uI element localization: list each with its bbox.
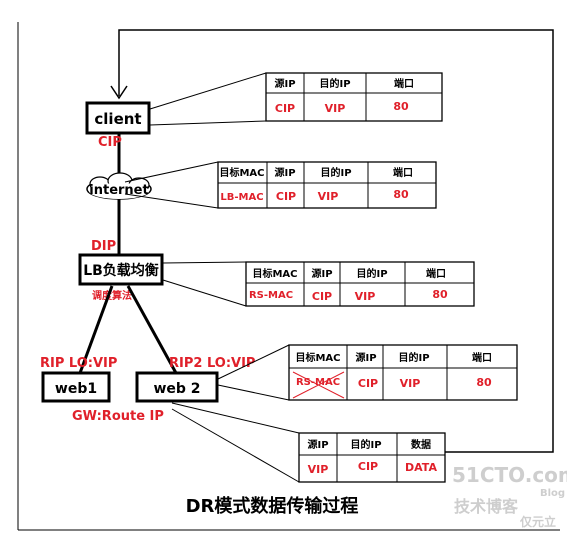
return-path-line xyxy=(118,29,554,453)
watermark-line-3: Blog xyxy=(540,488,565,499)
connector-4-bottom xyxy=(217,384,290,401)
rip-right-label: RIP2 LO:VIP xyxy=(169,356,255,371)
connector-2-top xyxy=(124,161,219,183)
table-2-cell: VIP xyxy=(318,190,339,203)
table-1-cell: VIP xyxy=(325,102,346,115)
table-3-header: 端口 xyxy=(426,267,446,280)
table-4-cell: VIP xyxy=(400,377,421,390)
web1-label: web1 xyxy=(55,381,97,397)
web1-node xyxy=(41,371,111,403)
connector-4-top xyxy=(217,344,290,380)
table-5-header: 源IP xyxy=(307,438,328,451)
strike-line xyxy=(292,371,345,399)
client-node xyxy=(85,101,151,135)
packet-table-4: 目标MAC 源IP 目的IP 端口 RS-MAC CIP VIP 80 xyxy=(288,344,518,401)
lb-web1-link xyxy=(78,285,114,374)
table-2-header: 源IP xyxy=(274,166,295,179)
table-4-cell: RS-MAC xyxy=(296,377,340,388)
watermark-line-4: 仅元立 xyxy=(519,514,556,529)
table-1-cell: CIP xyxy=(275,102,295,115)
table-1-cell: 80 xyxy=(393,100,409,113)
table-5-cell: CIP xyxy=(358,460,378,473)
table-2-header: 目的IP xyxy=(320,166,351,179)
table-1-header: 源IP xyxy=(274,77,295,90)
table-2-header: 端口 xyxy=(393,166,413,179)
table-4-header: 源IP xyxy=(355,351,376,364)
connector-1-top xyxy=(149,72,267,110)
table-4-header: 目的IP xyxy=(398,351,429,364)
watermark-line-2: 技术博客 xyxy=(454,497,519,516)
watermark-line-1: 51CTO.com xyxy=(452,463,567,487)
table-3-cell: VIP xyxy=(355,290,376,303)
table-5-cell: VIP xyxy=(308,463,329,476)
dip-label: DIP xyxy=(91,239,116,254)
lb-node xyxy=(78,253,164,286)
algo-label: 调度算法 xyxy=(92,289,132,302)
watermark-logo: 51CTO.com 技术博客 Blog 仅元立 xyxy=(452,463,567,529)
packet-table-3: 目标MAC 源IP 目的IP 端口 RS-MAC CIP VIP 80 xyxy=(245,261,475,307)
connector-5-bottom xyxy=(171,408,300,483)
table-3-cell: RS-MAC xyxy=(249,290,293,301)
lb-web2-link xyxy=(126,285,178,374)
diagram-title: DR模式数据传输过程 xyxy=(186,495,359,517)
connector-3-top xyxy=(162,261,247,264)
internet-label: internet xyxy=(89,183,148,198)
table-1-header: 目的IP xyxy=(319,77,350,90)
lb-label: LB负载均衡 xyxy=(83,262,159,279)
table-4-header: 端口 xyxy=(472,351,492,364)
table-3-header: 目标MAC xyxy=(252,267,297,280)
connector-3-bottom xyxy=(162,279,247,307)
table-5-header: 数据 xyxy=(411,438,431,451)
table-3-cell: 80 xyxy=(432,288,448,301)
client-label: client xyxy=(94,110,141,128)
table-2-header: 目标MAC xyxy=(219,166,264,179)
connector-5-top xyxy=(171,402,300,434)
web2-label: web 2 xyxy=(153,381,200,397)
table-2-cell: CIP xyxy=(276,190,296,203)
web2-node xyxy=(135,371,219,403)
table-2-cell: 80 xyxy=(393,188,409,201)
table-5-cell: DATA xyxy=(405,461,437,474)
table-3-header: 源IP xyxy=(311,267,332,280)
packet-table-5: 源IP 目的IP 数据 VIP CIP DATA xyxy=(298,432,446,483)
table-4-cell: CIP xyxy=(358,377,378,390)
table-4-header: 目标MAC xyxy=(295,351,340,364)
cip-label: CIP xyxy=(98,135,122,150)
table-1-header: 端口 xyxy=(394,77,414,90)
connector-2-bottom xyxy=(124,193,219,209)
packet-table-2: 目标MAC 源IP 目的IP 端口 LB-MAC CIP VIP 80 xyxy=(217,161,437,209)
return-arrow-head xyxy=(110,85,128,100)
table-3-header: 目的IP xyxy=(356,267,387,280)
table-2-cell: LB-MAC xyxy=(220,192,263,203)
table-5-header: 目的IP xyxy=(350,438,381,451)
gw-label: GW:Route IP xyxy=(72,409,164,424)
rip-left-label: RIP LO:VIP xyxy=(40,356,117,371)
connector-1-bottom xyxy=(149,120,267,126)
table-3-cell: CIP xyxy=(312,290,332,303)
packet-table-1: 源IP 目的IP 端口 CIP VIP 80 xyxy=(265,72,443,122)
table-4-cell: 80 xyxy=(476,376,492,389)
